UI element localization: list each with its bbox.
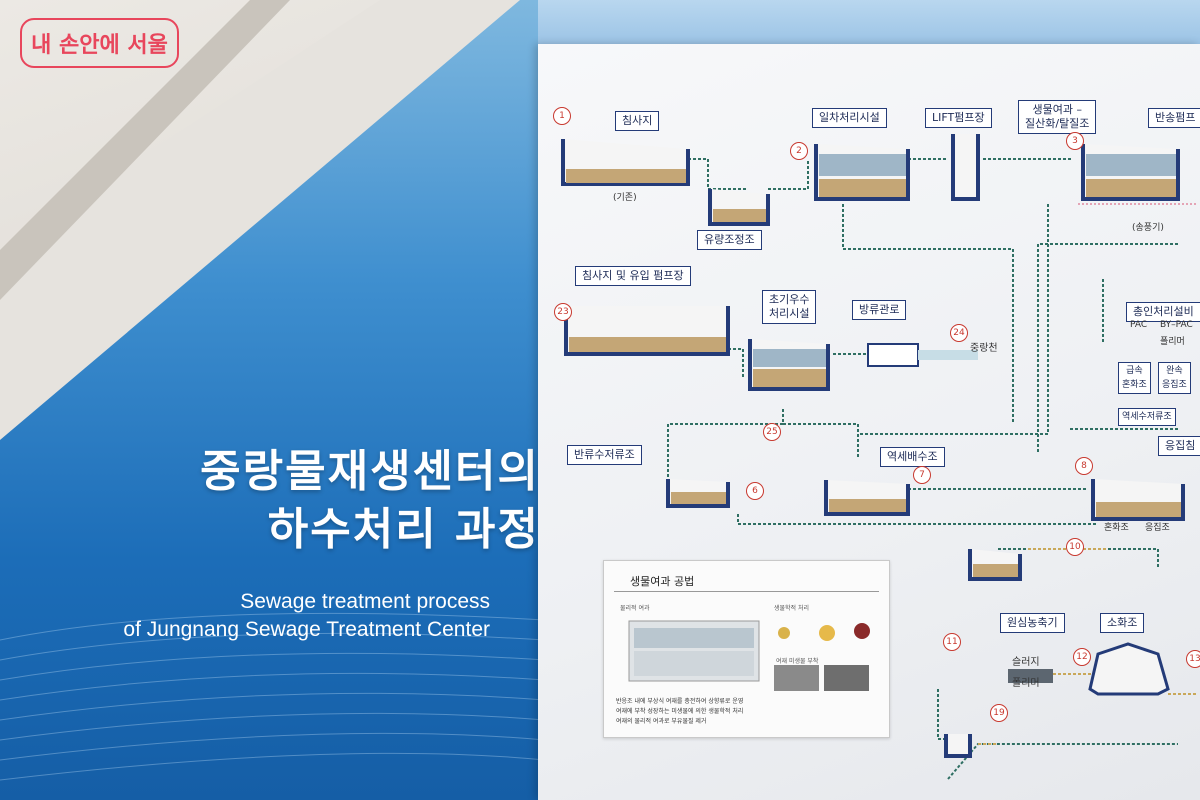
label-digester: 소화조 — [1100, 613, 1145, 633]
step-number: 13 — [1186, 650, 1200, 668]
label-slow-mix-line1: 완속 — [1166, 366, 1183, 376]
label-by-pac: BY–PAC — [1160, 320, 1193, 330]
brand-logo: 내 손안에 서울 — [20, 18, 179, 68]
label-outfall: 방류관로 — [852, 300, 907, 320]
label-backwash-storage: 역세수저류조 — [1118, 408, 1176, 426]
label-thickener: 원심농축기 — [1000, 613, 1065, 633]
page-title-korean: 중랑물재생센터의 하수처리 과정 — [200, 443, 540, 559]
label-rapid-mix-line1: 급속 — [1126, 366, 1143, 376]
label-sludge: 슬러지 — [1012, 657, 1040, 668]
title-ko-line1: 중랑물재생센터의 — [200, 446, 540, 497]
label-blower: (송풍기) — [1132, 223, 1164, 233]
step-number: 19 — [990, 704, 1008, 722]
label-biofiltration-line1: 생물여과 – — [1032, 103, 1082, 116]
label-slow-mix: 완속 응집조 — [1158, 362, 1191, 394]
inset-bullet: 여재의 물리적 여과로 부유물질 제거 — [616, 718, 707, 725]
label-rapid-mix-line2: 혼화조 — [1122, 380, 1147, 390]
step-number: 24 — [950, 324, 968, 342]
step-number: 6 — [746, 482, 764, 500]
label-return-storage: 반류수저류조 — [567, 445, 642, 465]
inset-bullet: 여재에 부착 성장하는 미생물에 의한 생물학적 처리 — [616, 708, 744, 715]
step-number: 1 — [553, 107, 571, 125]
step-number: 10 — [1066, 538, 1084, 556]
inset-bullet: 반응조 내에 부상식 여재를 충전하여 상향류로 운영 — [616, 698, 744, 705]
step-number: 25 — [763, 423, 781, 441]
inset-biological-label: 생물학적 처리 — [774, 605, 810, 612]
step-number: 8 — [1075, 457, 1093, 475]
label-first-flush-line1: 초기우수 — [769, 293, 810, 306]
step-number: 3 — [1066, 132, 1084, 150]
label-coagulation: 응집침 — [1158, 436, 1200, 456]
label-rapid-mix: 급속 혼화조 — [1118, 362, 1151, 394]
inset-title: 생물여과 공법 — [630, 575, 695, 588]
inset-microbe-label: 여재 미생물 부착 — [776, 658, 819, 665]
label-coag-tank: 응집조 — [1145, 523, 1170, 533]
process-diagram-drawing — [561, 134, 1198, 780]
label-biofiltration: 생물여과 – 질산화/탈질조 — [1018, 100, 1097, 134]
label-first-flush: 초기우수 처리시설 — [762, 290, 817, 324]
label-settling-pump-station: 침사지 및 유입 펌프장 — [575, 266, 691, 286]
step-number: 11 — [943, 633, 961, 651]
inset-bullet-list: 반응조 내에 부상식 여재를 충전하여 상향류로 운영 여재에 부착 성장하는 … — [616, 697, 743, 727]
label-total-phosphorus: 총인처리설비 — [1126, 302, 1200, 322]
inset-physical-label: 물리적 여과 — [620, 605, 650, 612]
label-mix-tank: 혼화조 — [1104, 523, 1129, 533]
step-number: 23 — [554, 303, 572, 321]
label-stream: 중랑천 — [970, 343, 998, 354]
board-top-wall — [538, 0, 1200, 44]
label-return-pump: 반송펌프 — [1148, 108, 1200, 128]
label-polymer-2: 폴리머 — [1012, 678, 1040, 689]
label-biofiltration-line2: 질산화/탈질조 — [1025, 117, 1090, 130]
label-polymer: 폴리머 — [1160, 337, 1185, 347]
step-number: 7 — [913, 466, 931, 484]
step-number: 12 — [1073, 648, 1091, 666]
label-backwash-drain: 역세배수조 — [880, 447, 945, 467]
panel-wave-lines — [0, 612, 545, 781]
label-primary-treatment: 일차처리시설 — [812, 108, 887, 128]
page-title-english: Sewage treatment process of Jungnang Sew… — [123, 588, 490, 644]
title-ko-line2: 하수처리 과정 — [267, 504, 540, 555]
title-en-line2: of Jungnang Sewage Treatment Center — [123, 618, 490, 641]
inset-divider — [614, 591, 879, 592]
microbe-photos — [774, 665, 869, 691]
label-first-flush-line2: 처리시설 — [769, 307, 810, 320]
label-settling: 침사지 — [615, 111, 660, 131]
label-flow-equalization: 유량조정조 — [697, 230, 762, 250]
step-number: 2 — [790, 142, 808, 160]
label-existing: (기존) — [613, 193, 637, 203]
label-lift-pump: LIFT펌프장 — [925, 108, 992, 128]
label-slow-mix-line2: 응집조 — [1162, 380, 1187, 390]
biofilter-illustration — [628, 620, 760, 682]
biofiltration-info-card: 생물여과 공법 물리적 여과 생물학적 처리 여재 미생물 부착 반응조 내에 … — [603, 560, 890, 738]
label-pac: PAC — [1130, 320, 1148, 330]
title-en-line1: Sewage treatment process — [240, 590, 490, 613]
bio-treatment-illustration — [778, 623, 870, 641]
